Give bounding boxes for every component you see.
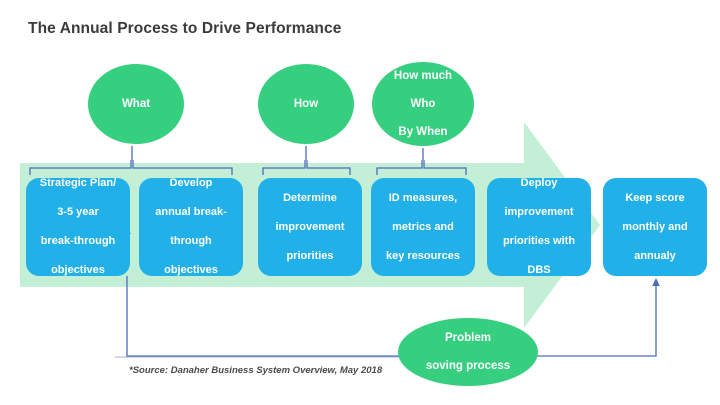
process-step-1-label: Strategic Plan/ 3-5 year break-through o… [40,176,116,278]
step-3-line-1: Determine [283,191,337,204]
step-5-line-1: Deploy [520,177,558,190]
feedback-line-1: Problem [444,332,491,344]
process-step-1[interactable]: Strategic Plan/ 3-5 year break-through o… [26,176,130,278]
step-6-line-2: monthly and [622,220,688,233]
step-1-line-1: Strategic Plan/ [39,177,117,190]
how-much-line-1: How much [393,70,453,82]
process-step-3[interactable]: Determine improvement priorities [258,178,362,276]
feedback-loop-connector [126,276,657,357]
process-step-6[interactable]: Keep score monthly and annualy [603,178,707,276]
step-2-line-3: through [170,235,212,248]
step-6-line-3: annualy [634,249,676,262]
process-step-4-label: ID measures, metrics and key resources [386,191,460,264]
how-much-line-2: Who [410,98,436,110]
bracket-how-much [376,148,467,175]
step-4-line-2: metrics and [392,220,454,233]
process-step-2-label: Develop annual break- through objectives [155,176,227,278]
feedback-line-2: soving process [425,360,511,372]
step-4-line-3: key resources [386,249,460,262]
process-step-2[interactable]: Develop annual break- through objectives [139,176,243,278]
step-2-line-2: annual break- [155,206,227,219]
step-6-line-1: Keep score [625,191,685,204]
question-ellipse-how-much-label: How much Who By When [388,69,458,139]
process-step-3-label: Determine improvement priorities [275,191,344,264]
step-4-line-1: ID measures, [388,191,458,204]
step-3-line-2: improvement [275,220,345,233]
how-much-line-3: By When [398,126,448,138]
step-2-line-1: Develop [169,177,213,190]
step-2-line-4: objectives [164,264,218,277]
source-note: *Source: Danaher Business System Overvie… [129,365,383,376]
step-5-line-2: improvement [504,206,574,219]
bracket-what [29,146,233,175]
question-ellipse-how-label: How [293,98,319,110]
question-ellipse-how[interactable]: How [258,64,354,144]
step-5-line-3: priorities with [502,235,576,248]
question-ellipse-what-label: What [121,98,151,110]
step-5-line-4: DBS [527,264,551,277]
step-1-line-3: break-through [40,235,116,248]
question-ellipse-what[interactable]: What [88,64,184,144]
process-step-4[interactable]: ID measures, metrics and key resources [371,178,475,276]
feedback-ellipse-problem-solving[interactable]: Problem soving process [398,318,538,386]
step-3-line-3: priorities [286,249,334,262]
bracket-how [262,146,351,175]
process-step-5[interactable]: Deploy improvement priorities with DBS [487,176,591,278]
feedback-arrowhead-right [652,278,660,286]
step-1-line-2: 3-5 year [57,206,99,219]
step-1-line-4: objectives [51,264,105,277]
question-ellipse-how-much[interactable]: How much Who By When [372,62,474,146]
page-title: The Annual Process to Drive Performance [28,20,342,37]
process-step-5-label: Deploy improvement priorities with DBS [503,176,575,278]
feedback-ellipse-label: Problem soving process [420,331,516,373]
process-step-6-label: Keep score monthly and annualy [622,191,687,264]
